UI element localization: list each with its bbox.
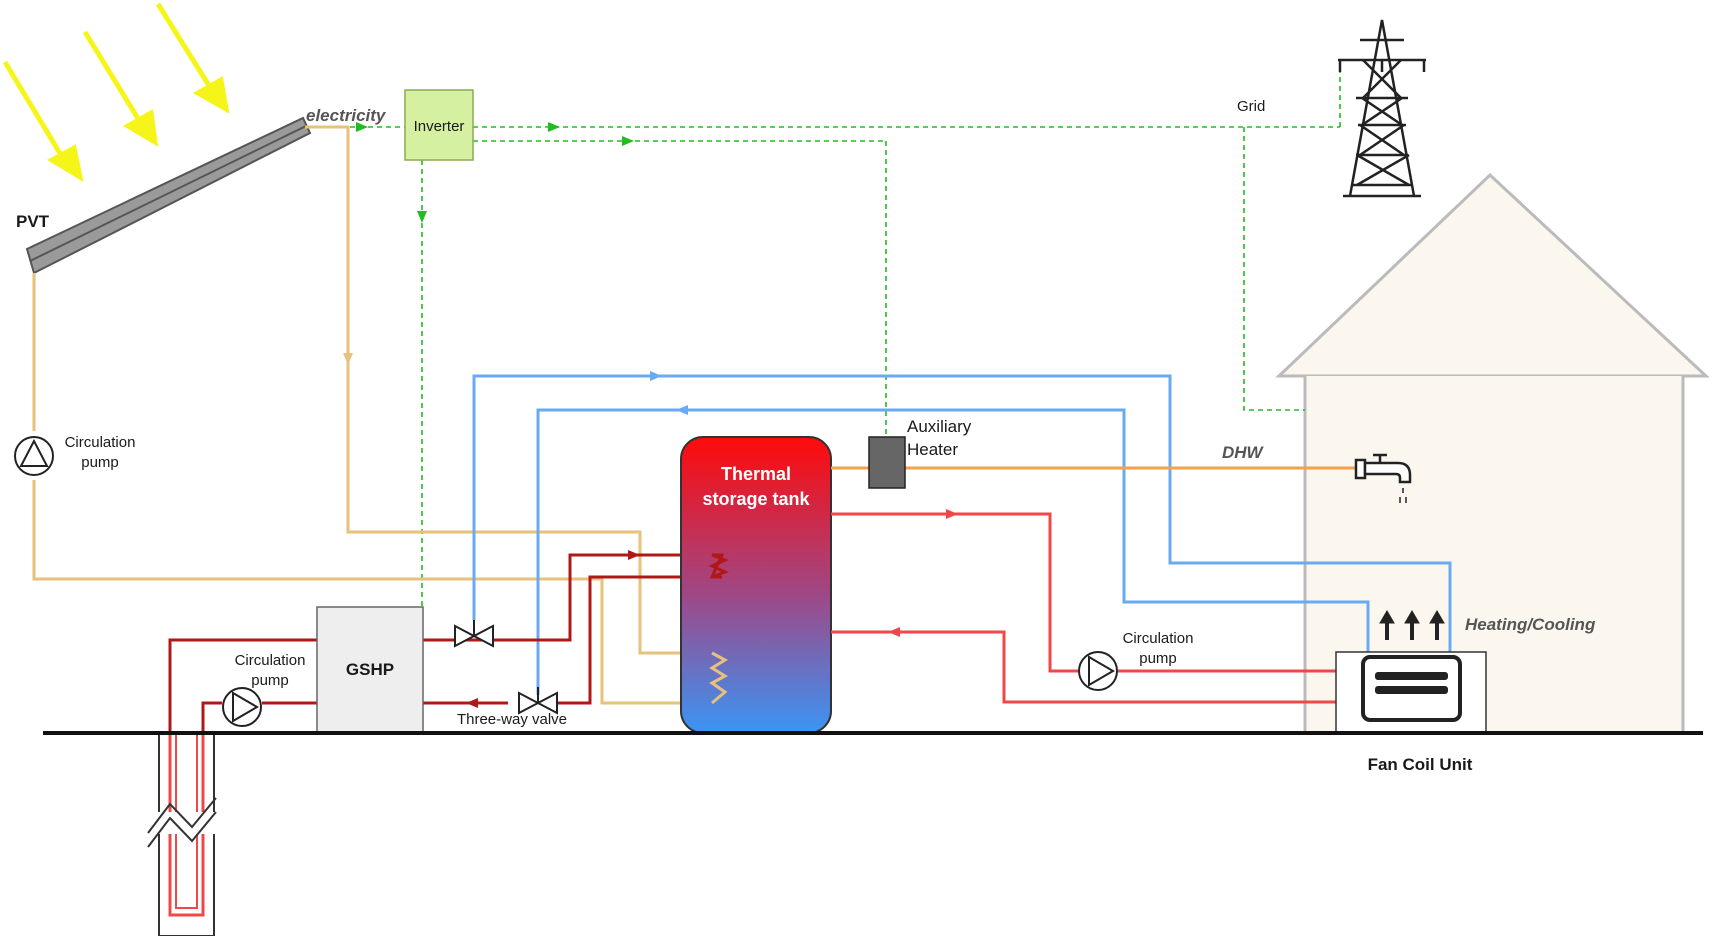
house <box>1275 172 1710 733</box>
heating-cooling-label: Heating/Cooling <box>1465 615 1596 634</box>
circulation-pump-right-label-1: Circulation <box>1123 630 1194 647</box>
borehole-icon <box>147 732 223 936</box>
gshp-label: GSHP <box>346 660 394 679</box>
fan-coil-unit-label: Fan Coil Unit <box>1368 755 1473 774</box>
fan-coil-icon <box>1361 655 1462 722</box>
gshp-box <box>316 606 424 734</box>
pump-icon <box>222 687 262 727</box>
electricity-label: electricity <box>306 106 387 125</box>
solar-flow-arrow <box>343 353 353 365</box>
ground-loop <box>168 553 712 920</box>
pvt-panel-icon <box>25 116 312 275</box>
three-way-valve-icon <box>518 687 558 715</box>
auxiliary-heater <box>868 436 906 489</box>
electric-arrows <box>356 122 634 223</box>
circulation-pump-gshp-label-1: Circulation <box>235 652 306 669</box>
aux-heater-label-2: Heater <box>907 440 958 459</box>
sun-ray-icon <box>2 2 230 183</box>
ground-flow-arrow <box>628 550 640 560</box>
hot-loops <box>831 512 1336 704</box>
tank-coil-upper-zigzag <box>708 553 729 579</box>
pump-icon <box>1078 651 1118 691</box>
tank-coil-lower <box>709 651 729 705</box>
solar-loop <box>32 125 712 705</box>
pvt-label: PVT <box>16 212 50 231</box>
faucet-icon <box>1354 453 1412 503</box>
inverter-box <box>404 89 474 161</box>
aux-heater-label-1: Auxiliary <box>907 417 972 436</box>
circulation-pump-left-label-2: pump <box>81 454 119 471</box>
grid-label: Grid <box>1237 98 1265 115</box>
gshp-return-arrow <box>466 698 478 708</box>
circulation-pump-gshp-label-2: pump <box>251 672 289 689</box>
heat-arrows-icon <box>1379 610 1445 640</box>
power-tower-icon <box>1338 19 1426 198</box>
tank-coil-upper <box>709 553 725 579</box>
dhw-label: DHW <box>1222 443 1265 462</box>
tank-label-2: storage tank <box>702 489 810 509</box>
inverter-label: Inverter <box>414 118 465 135</box>
three-way-valve-icon <box>454 620 494 648</box>
hot-flow-arrows <box>888 509 958 637</box>
pump-icon <box>14 436 54 476</box>
three-way-valve-label: Three-way valve <box>457 711 567 728</box>
circulation-pump-left-label-1: Circulation <box>65 434 136 451</box>
circulation-pump-right-label-2: pump <box>1139 650 1177 667</box>
tank-label-1: Thermal <box>721 464 791 484</box>
cold-flow-arrows <box>650 371 688 415</box>
